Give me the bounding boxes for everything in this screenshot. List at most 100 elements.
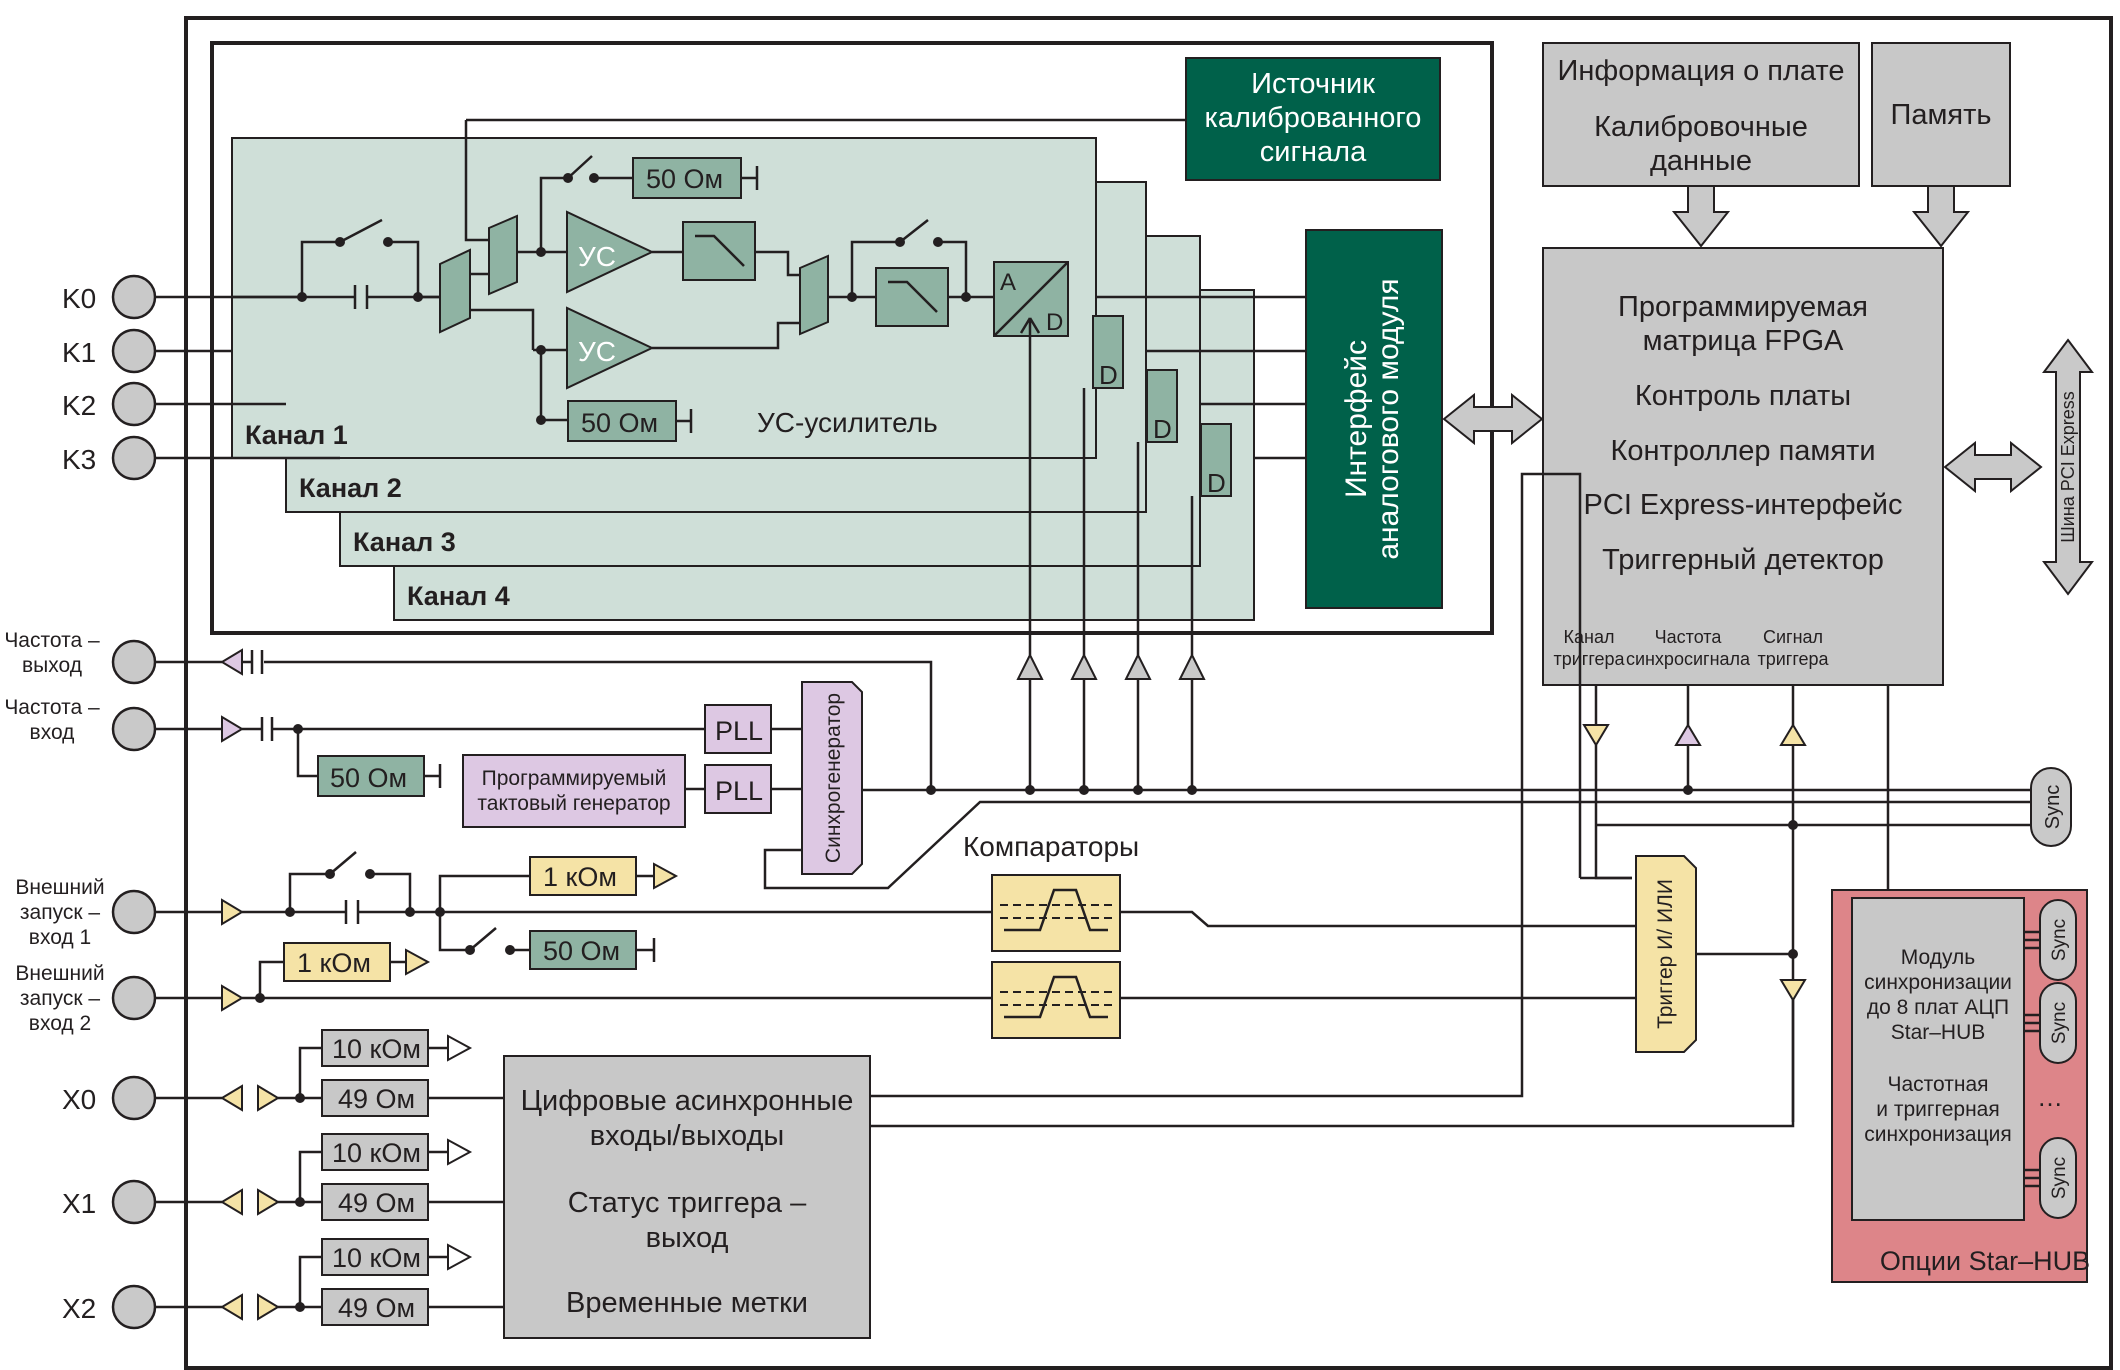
freq-out-connector[interactable]	[111, 639, 157, 685]
digital-io-ports: X0 10 кОм 49 Ом X1 10 кОм 49 Ом X2	[62, 1029, 504, 1330]
port-k2-connector[interactable]	[111, 381, 157, 427]
x1-10k-label: 10 кОм	[332, 1138, 421, 1168]
port-x2-label: X2	[62, 1293, 96, 1324]
ext-trig1-connector[interactable]	[111, 889, 157, 935]
analog-interface-line-2: аналогового модуля	[1372, 278, 1405, 559]
digital-io-line-5: Временные метки	[566, 1287, 808, 1319]
freq-out-wire	[155, 660, 933, 790]
comparator-outputs	[1120, 910, 1636, 1000]
port-k0-connector[interactable]	[111, 274, 157, 320]
ext-trig1-label-1: Внешний	[15, 876, 104, 899]
trigger-and-or-block	[1635, 855, 1697, 1053]
port-k0-label: K0	[62, 283, 96, 314]
ext-trig2-buffer	[221, 984, 244, 1012]
channel-to-interface-wires	[1096, 295, 1306, 460]
x0-49-label: 49 Ом	[338, 1084, 415, 1114]
port-k3-connector[interactable]	[111, 435, 157, 481]
board-sync-connector[interactable]	[2030, 767, 2072, 847]
starhub-module-line-4: Star–HUB	[1891, 1021, 1986, 1044]
starhub-module-line-2: синхронизации	[1864, 971, 2012, 994]
sync-freq-buffer	[1674, 723, 1702, 746]
channel-4-label: Канал 4	[407, 581, 510, 611]
x1-10k-resistor	[321, 1133, 429, 1171]
adc-d-label-ch2: D	[1099, 360, 1118, 390]
fpga-line-1: Программируемая	[1618, 291, 1868, 323]
pll-bottom-label: PLL	[715, 776, 763, 806]
ext-trig1-1k-terminal	[653, 862, 679, 890]
port-x2-connector[interactable]	[111, 1284, 157, 1330]
fpga-sub-trig-sig-1: Сигнал	[1763, 627, 1823, 647]
ext-trig2-connector[interactable]	[111, 975, 157, 1021]
adc-d-label-ch4: D	[1207, 468, 1226, 498]
cal-source-line-1: Источник	[1251, 68, 1375, 100]
starhub-sync-label-2: Sync	[2049, 1002, 2070, 1044]
freq-in-label-1: Частота –	[4, 696, 100, 719]
channel-2-label: Канал 2	[299, 473, 402, 503]
ext-trig2-label-3: вход 2	[29, 1012, 91, 1035]
starhub-sync-connector-2[interactable]	[2039, 982, 2077, 1064]
amplifier-bottom	[566, 306, 655, 390]
starhub-sync-connector-1[interactable]	[2039, 899, 2077, 981]
analog-module-frame	[210, 41, 1494, 635]
port-k2-label: K2	[62, 390, 96, 421]
freq-out-buffer	[220, 648, 243, 676]
cal-source-line-2: калиброванного	[1205, 102, 1422, 134]
ext-trig1-label-3: вход 1	[29, 926, 91, 949]
calibration-source-block	[1185, 57, 1441, 181]
comparators-label: Компараторы	[963, 831, 1139, 862]
freq-in-buffer	[221, 715, 244, 743]
analog-interface-line-1: Интерфейс	[1340, 340, 1373, 498]
x1-49-resistor	[321, 1183, 429, 1221]
fpga-sub-trig-sig-2: триггера	[1757, 649, 1829, 669]
memory-down-arrow	[1911, 185, 1971, 248]
sync-generator-label: Синхрогенератор	[822, 693, 845, 863]
trig-sig-buffer	[1779, 723, 1807, 746]
resistor-bottom-label: 50 Ом	[581, 408, 658, 438]
filter-2	[875, 267, 949, 327]
filter-1	[682, 221, 756, 281]
fpga-line-4: Контроллер памяти	[1610, 435, 1875, 467]
starhub-module	[1851, 897, 2025, 1221]
x0-10k-label: 10 кОм	[332, 1034, 421, 1064]
board-info-cal-2: данные	[1650, 145, 1752, 177]
digital-io-line-1: Цифровые асинхронные	[521, 1085, 854, 1117]
clock-arrow-ch2	[1070, 652, 1098, 680]
channel-1-label: Канал 1	[245, 420, 348, 450]
memory-label: Память	[1890, 99, 1991, 131]
fpga-sub-trig-ch-2: триггера	[1553, 649, 1625, 669]
cal-mux	[488, 214, 518, 296]
fpga-line-2: матрица FPGA	[1643, 325, 1844, 357]
input-mux	[439, 248, 471, 334]
starhub-sync-label-1: Sync	[2049, 919, 2070, 961]
port-x1-connector[interactable]	[111, 1179, 157, 1225]
amplifier-top	[566, 210, 655, 294]
clock-arrow-ch4	[1178, 652, 1206, 680]
adc-clock-arrowhead-ch1	[1019, 317, 1041, 336]
output-mux	[799, 254, 829, 336]
starhub-freq-line-1: Частотная	[1887, 1073, 1988, 1096]
port-x0-label: X0	[62, 1084, 96, 1115]
starhub-sync-connector-3[interactable]	[2039, 1137, 2077, 1219]
x2-10k-label: 10 кОм	[332, 1243, 421, 1273]
trig-sig-down-buffer	[1779, 979, 1807, 1002]
resistor-top-label: 50 Ом	[646, 164, 723, 194]
trigger-and-or-label: Триггер И/ ИЛИ	[1654, 879, 1677, 1029]
freq-in-connector[interactable]	[111, 706, 157, 752]
pll-top-label: PLL	[715, 716, 763, 746]
programmable-clock-generator	[462, 754, 686, 828]
starhub-module-line-3: до 8 плат АЦП	[1867, 996, 2009, 1019]
starhub-module-line-1: Модуль	[1901, 946, 1975, 969]
ext-trig1-1k-label: 1 кОм	[543, 862, 617, 892]
fpga-line-3: Контроль платы	[1635, 380, 1851, 412]
analog-interface-block	[1305, 229, 1443, 609]
resistor-50-ohm-top	[632, 157, 742, 199]
fpga-sub-sync-1: Частота	[1655, 627, 1723, 647]
cal-source-line-3: сигнала	[1260, 136, 1367, 168]
digital-io-fpga-wires	[870, 472, 1795, 1128]
board-info-down-arrow	[1671, 185, 1731, 248]
port-k1-connector[interactable]	[111, 328, 157, 374]
ext-trig2-1k-terminal	[405, 948, 431, 976]
ext-trig2-label-2: запуск –	[20, 987, 100, 1010]
freq-out-label-2: выход	[22, 654, 82, 677]
port-x0-connector[interactable]	[111, 1075, 157, 1121]
